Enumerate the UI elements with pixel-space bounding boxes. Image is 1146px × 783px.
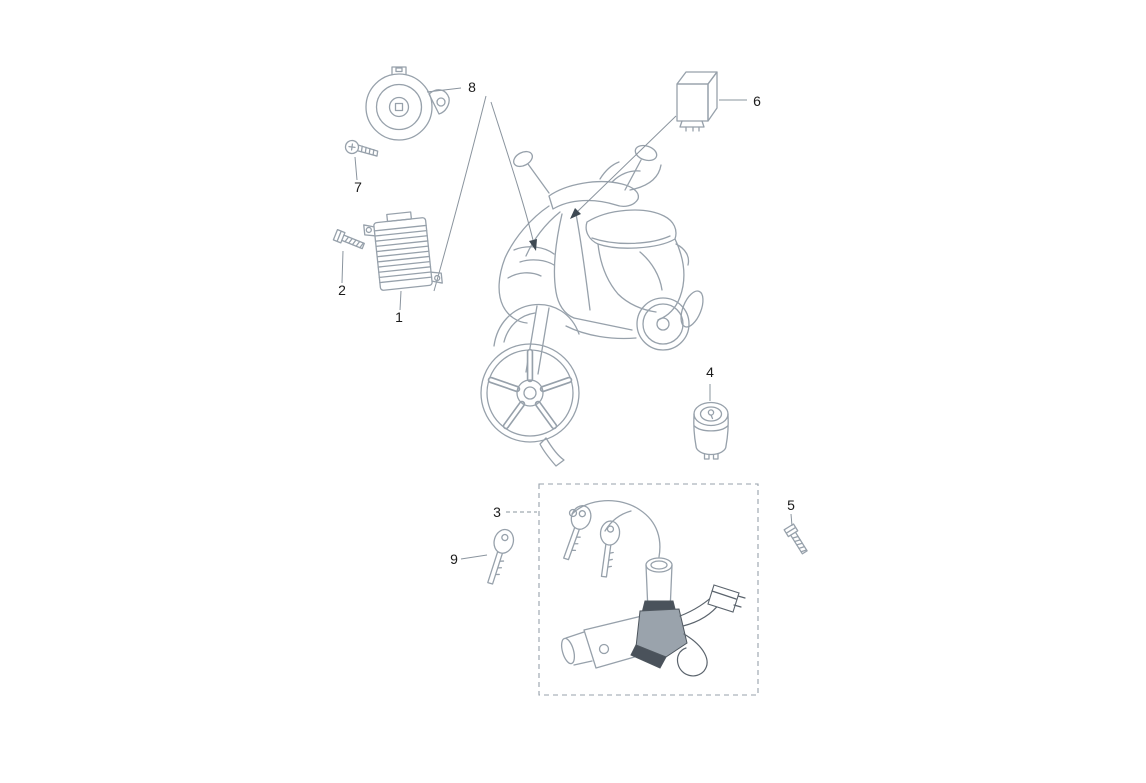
front-location-line [490,101,534,241]
callout-label-7: 7 [354,179,362,195]
keyhole-icon [707,409,715,416]
scooter-front-fairing [498,205,637,340]
lock-set-group-box [538,483,759,696]
key-ring [568,508,578,518]
leader-regulator [399,290,402,311]
callout-label-1: 1 [395,309,403,325]
callout-label-9: 9 [450,551,458,567]
scooter-front-wheel [480,343,580,443]
callout-label-2: 2 [338,282,346,298]
scooter-rear-body [597,238,704,328]
screw-part [344,139,379,157]
group-boundary-line [433,95,487,292]
scooter-rear-wheel [636,297,690,351]
switch-boss [560,637,576,665]
callout-labels: 1 2 3 4 5 6 7 8 9 [338,79,795,567]
ignition-switch-part [560,557,746,677]
key-icon [563,505,592,561]
horn-bracket [428,89,450,115]
relay-location-line [577,115,677,212]
location-arrow-front [529,239,537,251]
leader-spare-key [460,554,488,560]
scooter-illustration [480,144,704,467]
leader-lines [341,87,793,560]
scooter-seat [585,209,677,249]
location-arrow-relay [570,208,581,219]
leader-screw [354,156,358,181]
callout-label-6: 6 [753,93,761,109]
callout-label-5: 5 [787,497,795,513]
relay-part [676,71,718,132]
leader-bolt-2 [341,250,344,284]
lock-set-keys [563,499,661,578]
regulator-part [363,211,443,291]
scooter-mirrors [513,144,658,194]
wire-connector [707,584,746,613]
spare-key-part [487,528,515,585]
callout-label-4: 4 [706,364,714,380]
scooter-front-fender-fork [493,303,580,467]
scooter-stand [539,437,565,467]
leader-bolt-5 [790,513,793,527]
switch-wire-loop [676,633,708,677]
scooter-handlebar [548,161,662,210]
horn-part [365,66,450,141]
bolt-part-5 [783,523,808,555]
bolt-part-2 [332,229,365,250]
lock-barrel-part [693,401,729,460]
switch-body [635,608,688,658]
key-ring-cable [571,499,661,558]
scooter-muffler [680,290,704,328]
relay-pins [685,126,700,132]
callout-label-3: 3 [493,504,501,520]
key-icon [599,520,621,578]
callout-label-8: 8 [468,79,476,95]
